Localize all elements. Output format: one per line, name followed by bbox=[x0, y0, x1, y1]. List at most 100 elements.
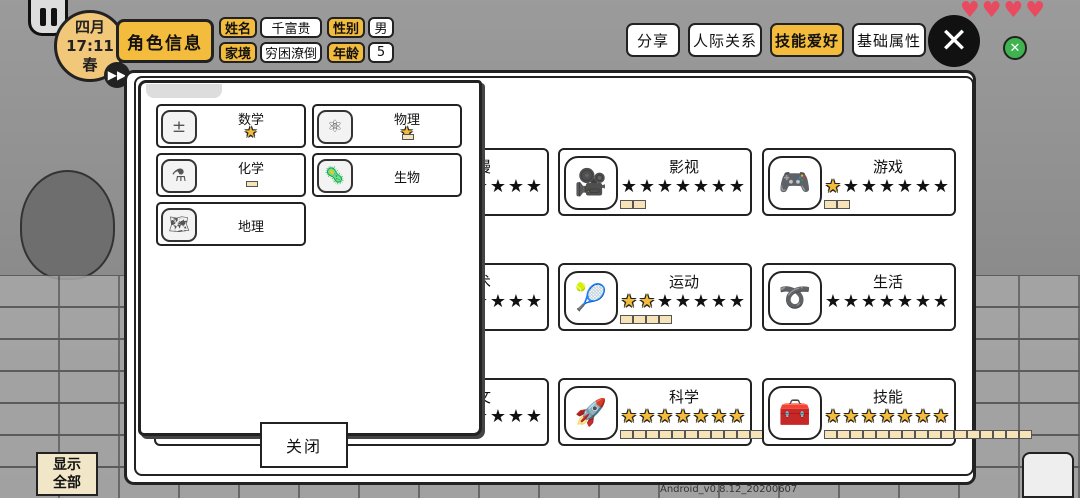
progress-cell bbox=[633, 200, 646, 209]
close-panel-button[interactable]: ✕ bbox=[928, 15, 980, 67]
star-icon: ★ bbox=[674, 291, 692, 312]
subject-name: 地理 bbox=[237, 220, 264, 235]
green-close-icon[interactable]: ✕ bbox=[1003, 36, 1027, 60]
star-icon: ★ bbox=[896, 176, 914, 197]
subject-name: 生物 bbox=[393, 171, 420, 186]
star-icon: ★ bbox=[656, 291, 674, 312]
star-icon: ★ bbox=[692, 406, 710, 427]
popup-close-button[interactable]: 关闭 bbox=[260, 422, 348, 468]
gender-key-tag: 性别 bbox=[327, 17, 365, 38]
flask-icon: ⚗ bbox=[161, 159, 197, 193]
progress-cell bbox=[876, 430, 889, 439]
subject-name: 数学 bbox=[237, 113, 264, 128]
progress-cell bbox=[980, 430, 993, 439]
progress-cell bbox=[659, 430, 672, 439]
clock-time: 17:11 bbox=[66, 36, 114, 55]
skill-card[interactable]: 🎥影视★★★★★★★ bbox=[558, 148, 752, 216]
star-icon: ★ bbox=[638, 406, 656, 427]
progress-cell bbox=[620, 430, 633, 439]
star-icon: ★ bbox=[878, 406, 896, 427]
subject-geography[interactable]: 🗺 地理 bbox=[156, 202, 306, 246]
skill-stars: ★★★★★★★ bbox=[620, 177, 746, 197]
progress-cell bbox=[837, 200, 850, 209]
show-all-button[interactable]: 显示 全部 bbox=[36, 452, 98, 496]
skill-card[interactable]: 🚀科学★★★★★★★ bbox=[558, 378, 763, 446]
progress-cell bbox=[837, 430, 850, 439]
skill-stars: ★★★★★★★ bbox=[824, 407, 950, 427]
star-icon: ★ bbox=[244, 123, 258, 141]
subject-chemistry[interactable]: ⚗ 化学 bbox=[156, 153, 306, 197]
heart-icon: ♥ bbox=[1003, 0, 1024, 23]
hairdryer-icon: ➰ bbox=[768, 271, 822, 325]
heart-icon: ♥ bbox=[1025, 0, 1045, 23]
skill-card[interactable]: 🎮游戏★★★★★★★ bbox=[762, 148, 956, 216]
skill-stars: ★★★★★★★ bbox=[824, 177, 950, 197]
star-icon: ★ bbox=[656, 406, 674, 427]
progress-cell bbox=[711, 430, 724, 439]
star-icon: ★ bbox=[638, 176, 656, 197]
progress-cell bbox=[1006, 430, 1019, 439]
name-value-tag: 千富贵 bbox=[260, 17, 322, 38]
atom-icon: ⚛ bbox=[317, 110, 353, 144]
star-icon: ★ bbox=[710, 176, 728, 197]
progress-cell bbox=[889, 430, 902, 439]
family-value-tag: 穷困潦倒 bbox=[260, 42, 322, 63]
skill-name: 生活 bbox=[872, 273, 903, 291]
progress-cell bbox=[1019, 430, 1032, 439]
star-icon: ★ bbox=[728, 291, 746, 312]
star-icon: ★ bbox=[674, 176, 692, 197]
progress-cell bbox=[646, 315, 659, 324]
progress-cell bbox=[967, 430, 980, 439]
progress-cell bbox=[824, 430, 837, 439]
progress-bar bbox=[620, 315, 672, 324]
progress-bar bbox=[824, 430, 1032, 439]
toolbox-icon: 🧰 bbox=[768, 386, 822, 440]
star-icon: ★ bbox=[860, 291, 878, 312]
star-icon: ★ bbox=[638, 291, 656, 312]
skill-card[interactable]: ➰生活★★★★★★★ bbox=[762, 263, 956, 331]
skill-stars: ★★★★★★★ bbox=[620, 407, 746, 427]
name-key-tag: 姓名 bbox=[219, 17, 257, 38]
star-icon: ★ bbox=[914, 291, 932, 312]
progress-bar bbox=[824, 200, 850, 209]
progress-cell bbox=[928, 430, 941, 439]
subject-biology[interactable]: 🦠 生物 bbox=[312, 153, 462, 197]
relations-button[interactable]: 人际关系 bbox=[688, 23, 762, 57]
progress-cell bbox=[915, 430, 928, 439]
progress-bar bbox=[246, 181, 258, 187]
progress-cell bbox=[633, 430, 646, 439]
progress-cell bbox=[685, 430, 698, 439]
progress-cell bbox=[902, 430, 915, 439]
skill-card[interactable]: 🎾运动★★★★★★★ bbox=[558, 263, 752, 331]
share-button[interactable]: 分享 bbox=[626, 23, 680, 57]
role-info-tab[interactable]: 角色信息 bbox=[116, 19, 214, 63]
skill-name: 影视 bbox=[668, 158, 699, 176]
projector-icon: 🎥 bbox=[564, 156, 618, 210]
health-hearts: ♥ ♥ ♥ ♥ bbox=[960, 0, 1045, 22]
progress-cell bbox=[672, 430, 685, 439]
star-icon: ★ bbox=[842, 406, 860, 427]
gender-value-tag: 男 bbox=[368, 17, 394, 38]
star-icon: ★ bbox=[824, 291, 842, 312]
skill-card[interactable]: 🧰技能★★★★★★★ bbox=[762, 378, 1032, 446]
progress-cell bbox=[698, 430, 711, 439]
background-tree bbox=[20, 170, 115, 280]
pause-icon bbox=[39, 7, 46, 26]
star-icon: ★ bbox=[896, 291, 914, 312]
version-label: Android_v0.8.12_20200607 bbox=[660, 484, 798, 495]
star-icon: ★ bbox=[878, 291, 896, 312]
star-icon: ★ bbox=[932, 176, 950, 197]
card-deck-icon[interactable] bbox=[1022, 452, 1074, 498]
skill-name: 运动 bbox=[668, 273, 699, 291]
progress-cell bbox=[993, 430, 1006, 439]
skills-hobbies-button[interactable]: 技能爱好 bbox=[770, 23, 844, 57]
progress-bar bbox=[620, 430, 763, 439]
star-icon: ★ bbox=[824, 406, 842, 427]
age-value-tag: 5 bbox=[368, 42, 394, 63]
star-icon: ★ bbox=[860, 406, 878, 427]
subject-math[interactable]: ± 数学 ★ bbox=[156, 104, 306, 148]
subject-physics[interactable]: ⚛ 物理 ★ bbox=[312, 104, 462, 148]
age-key-tag: 年龄 bbox=[327, 42, 365, 63]
base-attributes-button[interactable]: 基础属性 bbox=[852, 23, 926, 57]
star-icon: ★ bbox=[932, 406, 950, 427]
